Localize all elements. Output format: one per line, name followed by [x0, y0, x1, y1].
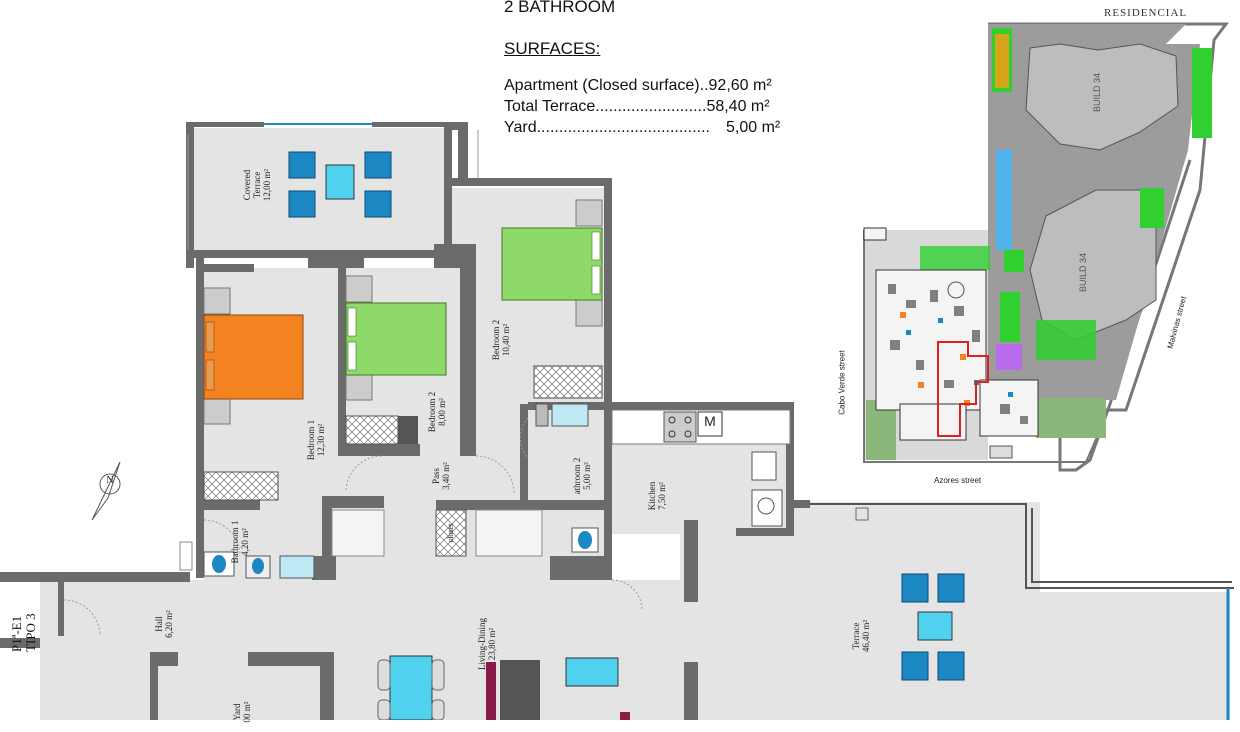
- living-furniture: [377, 655, 630, 720]
- room-name: Living-Dining: [477, 618, 487, 670]
- surface-label: Yard....................................…: [504, 119, 710, 136]
- surfaces-title: SURFACES:: [504, 39, 601, 58]
- room-area: 3,40 m²: [441, 462, 451, 490]
- bathroom-count: 2 BATHROOM: [504, 0, 616, 16]
- room-area: 8,00 m²: [437, 398, 447, 426]
- room-name: Bathroom 1: [230, 520, 240, 564]
- room-name: Terrace: [851, 622, 861, 650]
- chair: [288, 190, 316, 218]
- closet: [435, 509, 467, 557]
- bedroom-1-furniture: [203, 287, 304, 501]
- room-name: Bedroom 1: [306, 419, 316, 461]
- covered-terrace-furniture: [288, 151, 392, 218]
- room-area: 4,20 m²: [240, 528, 250, 556]
- outdoor-table: [917, 611, 953, 641]
- room-area: 12,30 m²: [316, 423, 326, 457]
- room-name: Pass: [431, 468, 441, 485]
- surface-label: Total Terrace.........................: [504, 98, 707, 115]
- appliance-label: M: [704, 413, 716, 429]
- room-area: 5,00 m²: [582, 462, 592, 490]
- bathroom-2-fixtures: [435, 403, 599, 557]
- room-label-terrace: Terrace 46,40 m²: [851, 611, 871, 661]
- room-label-living: Living-Dining 23,80 m²: [477, 609, 497, 679]
- chair: [937, 573, 965, 603]
- brand-label: RESIDENCIAL: [1104, 7, 1188, 19]
- door-swings: [63, 417, 643, 637]
- surface-list: Apartment (Closed surface)..92,60 m² Tot…: [504, 77, 824, 140]
- room-label-bedroom-2b: Bedroom 2 10,40 m²: [491, 305, 511, 375]
- chair: [901, 573, 929, 603]
- wardrobe: [203, 471, 279, 501]
- chair: [364, 190, 392, 218]
- surface-row: Total Terrace.........................58…: [504, 98, 824, 119]
- room-area: 12,00 m²: [262, 168, 272, 202]
- surface-value: 58,40 m²: [706, 98, 770, 115]
- room-label-bedroom-1: Bedroom 1 12,30 m²: [306, 400, 326, 480]
- room-area: 23,80 m²: [487, 627, 497, 661]
- double-bed-master: [203, 314, 304, 400]
- room-area: 6,20 m²: [164, 610, 174, 638]
- room-label-bathroom-2: athroom 2 5,00 m²: [572, 446, 592, 506]
- room-area: 10,40 m²: [501, 323, 511, 357]
- room-name: athroom 2: [572, 457, 582, 495]
- chair: [288, 151, 316, 179]
- room-label-yard: Yard 00 m²: [232, 692, 252, 732]
- compass-north-label: N: [106, 475, 114, 486]
- chair: [364, 151, 392, 179]
- unit-type-label: P1ª-E1 TIPO 3: [9, 613, 38, 652]
- room-name: Kitchen: [647, 481, 657, 511]
- kitchen-fixtures: [611, 409, 791, 527]
- street-label-bottom: Azores street: [934, 476, 982, 485]
- room-label-bedroom-2a: Bedroom 2 8,00 m²: [427, 377, 447, 447]
- bedroom-2a-furniture: [345, 275, 447, 445]
- surface-value: 5,00 m²: [725, 119, 781, 136]
- room-area: 46,40 m²: [861, 619, 871, 653]
- sofa: [500, 660, 540, 720]
- room-name: Covered Terrace: [242, 169, 262, 201]
- terrace-furniture: [855, 507, 965, 681]
- room-name: Yard: [232, 703, 242, 721]
- surface-row: Apartment (Closed surface)..92,60 m²: [504, 77, 824, 98]
- room-label-covered-terrace: Covered Terrace 12,00 m²: [242, 160, 272, 210]
- wardrobe: [345, 415, 399, 445]
- surface-row: Yard....................................…: [504, 119, 824, 140]
- room-label-pass: Pass 3,40 m²: [431, 451, 451, 501]
- outline-walls: [187, 123, 1234, 720]
- bedroom-2b-furniture: [501, 199, 603, 399]
- dining-table: [325, 164, 355, 200]
- room-area: 00 m²: [242, 701, 252, 723]
- room-label-hall: Hall 6,20 m²: [154, 604, 174, 644]
- room-name: Hall: [154, 616, 164, 632]
- room-name: Bedroom 2: [491, 319, 501, 361]
- unit-type: TIPO 3: [23, 613, 38, 652]
- compass-icon: [91, 461, 121, 521]
- bathroom-1-fixtures: [203, 509, 385, 579]
- chair: [937, 651, 965, 681]
- chair: [901, 651, 929, 681]
- bed-secondary: [345, 302, 447, 376]
- wardrobe: [533, 365, 603, 399]
- closet-label: closet: [446, 523, 455, 543]
- room-label-bathroom-1: Bathroom 1 4,20 m²: [230, 512, 250, 572]
- street-label-left: Cabo Verde street: [837, 350, 847, 415]
- dining-table: [389, 655, 433, 720]
- surface-value: 92,60 m²: [708, 77, 772, 94]
- unit-floor: P1ª-E1: [9, 615, 24, 652]
- room-area: 7,50 m²: [657, 482, 667, 510]
- bed-secondary: [501, 227, 603, 301]
- room-label-kitchen: Kitchen 7,50 m²: [647, 471, 667, 521]
- surface-label: Apartment (Closed surface)..: [504, 77, 709, 94]
- room-name: Bedroom 2: [427, 391, 437, 433]
- walls: [0, 122, 810, 720]
